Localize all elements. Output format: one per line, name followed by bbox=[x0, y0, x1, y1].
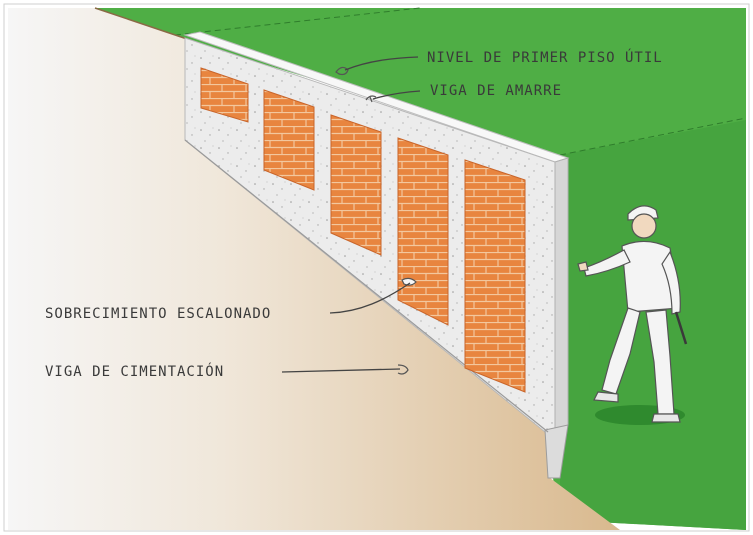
foundation-marker bbox=[397, 364, 409, 375]
brick-panel bbox=[330, 114, 382, 256]
brick-panel bbox=[397, 137, 449, 326]
brick-panel bbox=[464, 159, 526, 393]
worker-arm bbox=[583, 249, 631, 277]
brick-panel bbox=[263, 89, 315, 191]
worker-arm-right bbox=[661, 250, 681, 315]
worker-shoe-right bbox=[651, 413, 681, 423]
foundation-beam-edge bbox=[184, 139, 549, 433]
leader-nivel bbox=[344, 56, 419, 71]
brick-panel bbox=[200, 67, 249, 123]
worker-shoe-left bbox=[593, 391, 619, 403]
label-viga-cimentacion: VIGA DE CIMENTACIÓN bbox=[45, 362, 224, 380]
label-viga-amarre: VIGA DE AMARRE bbox=[430, 83, 562, 99]
soil-slope bbox=[8, 8, 620, 530]
leader-lines bbox=[281, 56, 421, 373]
worker-figure bbox=[577, 205, 688, 425]
frame-border bbox=[3, 3, 750, 532]
wall-end bbox=[554, 157, 569, 431]
foundation-beam-end bbox=[544, 424, 569, 479]
leader-sobrecimiento bbox=[329, 282, 411, 314]
label-nivel-primer-piso: NIVEL DE PRIMER PISO ÚTIL bbox=[427, 48, 663, 66]
tie-beam-marker bbox=[365, 95, 377, 103]
tool-icon bbox=[674, 311, 688, 345]
worker-head bbox=[631, 213, 657, 239]
leader-viga-cimentacion bbox=[281, 368, 401, 373]
grass-guide-lines bbox=[174, 7, 747, 156]
leader-viga-amarre bbox=[372, 90, 421, 100]
label-sobrecimiento: SOBRECIMIENTO ESCALONADO bbox=[45, 306, 271, 322]
slope-edge bbox=[94, 7, 191, 41]
worker-hand bbox=[577, 261, 589, 272]
level-marker bbox=[335, 66, 349, 76]
